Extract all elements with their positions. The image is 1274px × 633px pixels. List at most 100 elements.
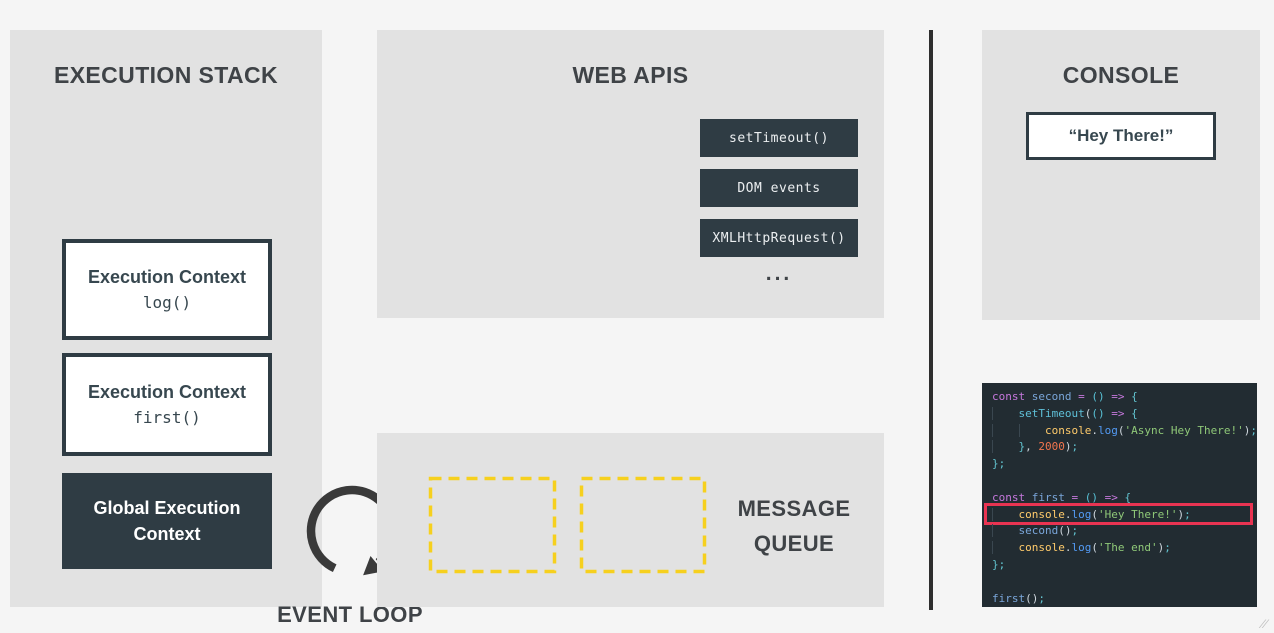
code-token: console <box>1018 507 1065 521</box>
vertical-divider <box>929 30 933 610</box>
web-api-box: setTimeout() <box>700 119 858 157</box>
code-token: => <box>1111 406 1132 420</box>
code-token: { <box>1131 406 1138 420</box>
message-queue-panel: MESSAGE QUEUE <box>377 433 884 607</box>
code-token: ) <box>1157 541 1165 555</box>
code-token <box>992 541 1019 554</box>
code-token: log <box>1097 423 1118 437</box>
code-token: () <box>1091 406 1105 420</box>
code-line <box>992 473 1248 490</box>
code-token: first <box>1031 490 1072 504</box>
execution-context-box-label: first() <box>133 408 201 427</box>
code-token: ; <box>1071 440 1079 454</box>
code-token <box>992 407 1019 420</box>
code-token: () <box>1058 524 1072 538</box>
code-token: , <box>1025 440 1039 454</box>
message-queue-empty-slots <box>428 476 707 574</box>
console-panel: CONSOLE “Hey There!” <box>982 30 1260 320</box>
code-token <box>992 508 1019 521</box>
console-title: CONSOLE <box>1062 62 1180 88</box>
code-token: }; <box>992 457 1006 471</box>
code-line: }; <box>992 557 1248 574</box>
code-line-highlighted: console.log('Hey There!'); <box>984 502 1253 526</box>
execution-context-box-label: Execution Context <box>87 267 247 287</box>
code-token: ( <box>1091 541 1098 555</box>
code-token: () <box>1084 490 1105 504</box>
code-token: setTimeout <box>1018 406 1085 420</box>
code-token: console <box>1018 541 1065 555</box>
code-token: ; <box>1071 524 1079 538</box>
web-api-box: DOM events <box>700 169 858 207</box>
code-line: const second = () => { <box>992 389 1248 406</box>
code-line <box>992 574 1248 591</box>
web-api-box: XMLHttpRequest() <box>700 219 858 257</box>
code-token: = <box>1071 490 1085 504</box>
code-token: ) <box>1064 440 1072 454</box>
code-token: 'The end' <box>1097 541 1158 555</box>
code-token: log <box>1071 507 1092 521</box>
code-line: console.log('The end'); <box>992 540 1248 557</box>
code-token: => <box>1111 390 1132 403</box>
code-token: console <box>1045 423 1092 437</box>
code-token: { <box>1131 390 1138 403</box>
code-token: () <box>1025 591 1039 605</box>
code-token: ) <box>1177 507 1185 521</box>
code-token: ) <box>1243 423 1251 437</box>
code-editor: const second = () => { setTimeout(() => … <box>982 383 1257 607</box>
code-token <box>1019 424 1046 437</box>
code-token: . <box>1091 423 1098 437</box>
code-token <box>992 440 1019 453</box>
message-queue-label: MESSAGE QUEUE <box>714 491 874 561</box>
code-token: = <box>1078 390 1092 403</box>
code-token: ( <box>1091 507 1098 521</box>
message-queue-label-line1: MESSAGE <box>737 496 851 521</box>
code-token: ; <box>1164 541 1171 555</box>
code-line: const first = () => { <box>992 490 1248 507</box>
code-token: second <box>1031 390 1079 403</box>
queue-slot <box>428 476 557 574</box>
message-queue-label-line2: QUEUE <box>753 531 835 556</box>
execution-context-box: Execution Context first() <box>62 353 272 456</box>
watermark: ⁄⁄ <box>1261 617 1268 631</box>
code-token: first <box>992 591 1026 605</box>
code-token <box>992 424 1019 437</box>
code-token: 'Hey There!' <box>1097 507 1178 521</box>
code-line: }; <box>992 456 1248 473</box>
code-token: const <box>992 390 1032 403</box>
code-token: ; <box>1250 423 1257 437</box>
code-token: () <box>1091 390 1112 403</box>
execution-context-box-label: Context <box>133 523 201 544</box>
code-token: second <box>1018 524 1059 538</box>
code-token: ; <box>1038 591 1045 605</box>
web-apis-title: WEB APIS <box>572 62 689 88</box>
code-token: } <box>1018 440 1026 454</box>
code-token: ( <box>1084 406 1092 420</box>
execution-context-box: Execution Context log() <box>62 239 272 340</box>
code-token: 2000 <box>1038 440 1065 454</box>
code-token: . <box>1064 507 1072 521</box>
execution-context-box-label: Execution Context <box>87 382 247 402</box>
console-output-text: “Hey There!” <box>1068 126 1174 145</box>
code-token: . <box>1064 541 1072 555</box>
code-line: console.log('Async Hey There!'); <box>992 423 1257 440</box>
execution-context-box-label: log() <box>142 293 192 312</box>
code-token: ; <box>1184 507 1191 521</box>
code-token <box>992 524 1019 537</box>
web-apis-ellipsis: ... <box>765 262 793 285</box>
code-token: }; <box>992 557 1006 571</box>
queue-slot <box>579 476 707 574</box>
console-output-box: “Hey There!” <box>1026 112 1216 160</box>
code-line: }, 2000); <box>992 439 1248 456</box>
code-token: { <box>1124 490 1132 504</box>
code-token: ( <box>1117 423 1125 437</box>
code-line: first(); <box>992 591 1248 608</box>
code-token: const <box>992 490 1032 504</box>
code-line: setTimeout(() => { <box>992 406 1248 423</box>
code-token: => <box>1104 490 1125 504</box>
code-token: log <box>1071 541 1092 555</box>
execution-stack-title: EXECUTION STACK <box>53 62 279 88</box>
